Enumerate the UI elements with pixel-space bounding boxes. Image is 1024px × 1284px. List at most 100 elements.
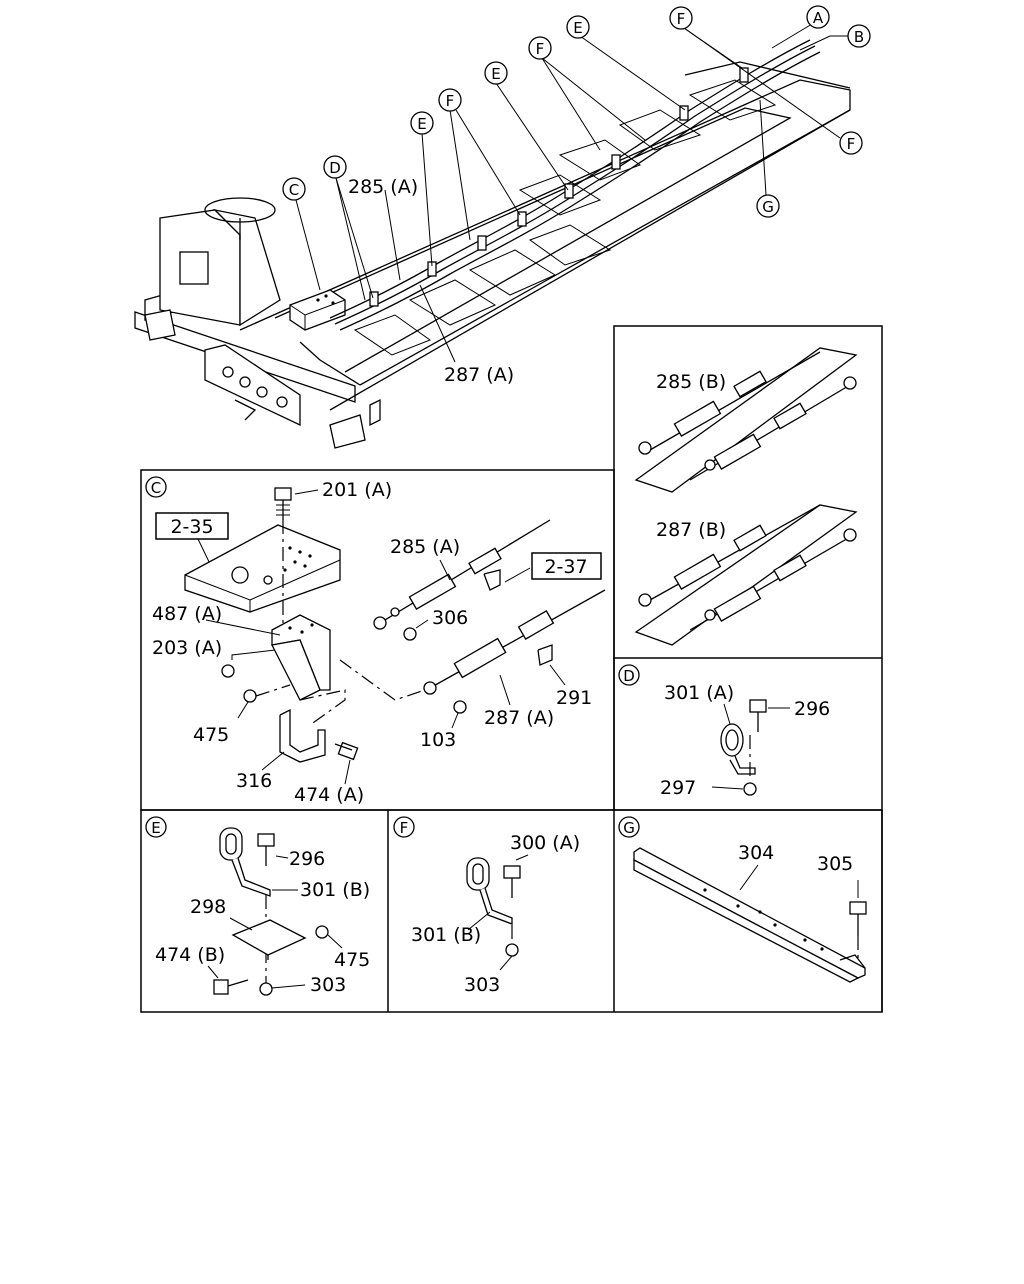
svg-text:A: A — [813, 9, 824, 27]
panel-cables-b: 285 (B) 287 (B) — [634, 347, 858, 646]
bolt-305 — [849, 880, 867, 960]
svg-text:G: G — [623, 819, 635, 837]
label-287a: 287 (A) — [484, 707, 554, 729]
front-crossmember — [134, 311, 356, 403]
label-298: 298 — [190, 896, 226, 918]
bolt-296-e — [257, 833, 289, 866]
svg-text:F: F — [536, 40, 545, 58]
callout-c: C — [282, 177, 306, 201]
label-301a: 301 (A) — [664, 682, 734, 704]
clamp-301b-e — [219, 827, 298, 897]
label-474a: 474 (A) — [294, 784, 364, 806]
nut-475-e — [315, 925, 329, 939]
cable-bracket-overview — [289, 289, 346, 331]
label-296-e: 296 — [289, 848, 325, 870]
label-304: 304 — [738, 842, 774, 864]
panel-c: C 2-35 201 (A) — [145, 476, 606, 806]
mounting-plate — [184, 524, 341, 613]
svg-text:E: E — [573, 19, 582, 37]
bolt-474b — [207, 965, 249, 995]
callout-e-3: E — [566, 15, 590, 39]
label-306: 306 — [432, 607, 468, 629]
panel-frames — [140, 325, 883, 1013]
callout-f-1: F — [438, 88, 462, 112]
label-303-e: 303 — [310, 974, 346, 996]
plate-298 — [229, 917, 307, 960]
nut-103 — [453, 700, 467, 714]
callout-leaders — [295, 23, 848, 363]
callout-d: D — [323, 155, 347, 179]
svg-text:D: D — [623, 667, 635, 685]
label-475: 475 — [193, 724, 229, 746]
svg-text:F: F — [847, 135, 856, 153]
svg-text:B: B — [854, 28, 864, 46]
callout-e-1: E — [410, 111, 434, 135]
nut-303-e — [259, 982, 273, 996]
svg-text:C: C — [289, 181, 299, 199]
label-285a-overview: 285 (A) — [348, 176, 418, 198]
panel-d: D 301 (A) 296 297 — [618, 664, 830, 799]
svg-text:F: F — [446, 92, 455, 110]
cable-287b — [638, 504, 857, 631]
chassis-frame-outline — [239, 79, 851, 386]
label-285a: 285 (A) — [390, 536, 460, 558]
cable-285b — [638, 351, 857, 481]
bolt-474a — [334, 741, 359, 785]
nut-297 — [743, 782, 757, 796]
label-297: 297 — [660, 777, 696, 799]
svg-text:D: D — [329, 159, 341, 177]
callout-b: B — [847, 24, 871, 48]
nut-303-f — [505, 943, 519, 957]
label-474b: 474 (B) — [155, 944, 225, 966]
ref-box-2-37 — [531, 552, 602, 580]
svg-text:G: G — [762, 198, 774, 216]
label-475-e: 475 — [334, 949, 370, 971]
cable-clamps — [369, 67, 749, 307]
clamp-301a — [720, 703, 756, 775]
nut-306 — [403, 627, 417, 641]
cable-285b-strip — [634, 347, 858, 493]
panel-e: E 296 301 (B) 298 475 474 (B) — [145, 816, 370, 996]
label-103: 103 — [420, 729, 456, 751]
callout-a: A — [806, 5, 830, 29]
label-305: 305 — [817, 853, 853, 875]
svg-text:E: E — [417, 115, 426, 133]
bolt-300a — [503, 854, 529, 898]
svg-text:F: F — [400, 819, 409, 837]
callout-g: G — [756, 194, 780, 218]
bolt-201a — [274, 487, 319, 520]
label-487a: 487 (A) — [152, 603, 222, 625]
callout-f-3: F — [669, 6, 693, 30]
label-301b-e: 301 (B) — [300, 879, 370, 901]
svg-text:F: F — [677, 10, 686, 28]
front-bumper-structure — [204, 344, 301, 427]
label-203a: 203 (A) — [152, 637, 222, 659]
cable-287a — [339, 589, 606, 706]
label-285b: 285 (B) — [656, 371, 726, 393]
cab-block — [159, 209, 241, 326]
ref-box-2-35 — [155, 512, 229, 540]
label-303-f: 303 — [464, 974, 500, 996]
panel-g: G 304 305 — [618, 816, 867, 983]
bracket-316 — [261, 689, 346, 771]
label-201a: 201 (A) — [322, 479, 392, 501]
svg-text:E: E — [491, 65, 500, 83]
panel-c-marker — [145, 476, 167, 498]
callout-e-2: E — [484, 61, 508, 85]
label-301b-f: 301 (B) — [411, 924, 481, 946]
cable-287b-strip — [634, 504, 858, 646]
panel-f: F 300 (A) 301 (B) 303 — [393, 816, 580, 996]
label-300a: 300 (A) — [510, 832, 580, 854]
cable-285a — [373, 519, 551, 630]
cable-run — [329, 39, 821, 331]
svg-text:E: E — [151, 819, 160, 837]
clip-2-37 — [483, 567, 531, 591]
label-291: 291 — [556, 687, 592, 709]
label-316: 316 — [236, 770, 272, 792]
svg-text:C: C — [151, 479, 161, 497]
svg-text:2-37: 2-37 — [544, 556, 587, 578]
callout-f-4: F — [839, 131, 863, 155]
svg-text:2-35: 2-35 — [170, 516, 213, 538]
